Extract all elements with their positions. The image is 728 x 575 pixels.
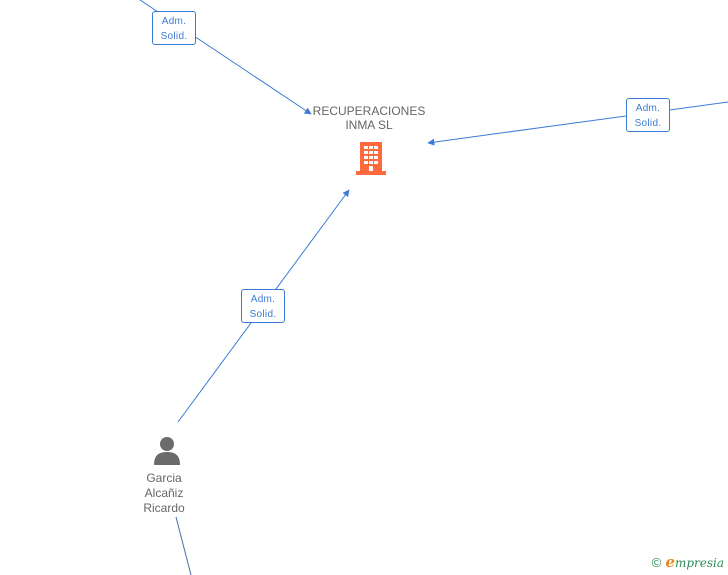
company-name-line2: INMA SL	[345, 118, 393, 132]
brand-watermark: © empresia	[652, 553, 724, 571]
person-name-line1: Garcia	[146, 471, 182, 485]
brand-logo: empresia	[665, 553, 724, 571]
brand-initial: e	[665, 553, 675, 571]
company-node-label[interactable]: RECUPERACIONES INMA SL	[298, 104, 440, 132]
relation-badge-line2: Solid.	[249, 309, 277, 320]
person-icon[interactable]	[153, 436, 181, 466]
relation-badge-line2: Solid.	[160, 31, 188, 42]
person-node-label[interactable]: Garcia Alcañiz Ricardo	[118, 471, 210, 516]
relation-badge-top-left[interactable]: Adm. Solid.	[152, 11, 196, 45]
relation-badge-person[interactable]: Adm. Solid.	[241, 289, 285, 323]
edge-person-downward	[175, 516, 192, 575]
relation-badge-right[interactable]: Adm. Solid.	[626, 98, 670, 132]
relation-badge-line1: Adm.	[161, 16, 187, 27]
person-name-line2: Alcañiz	[144, 486, 184, 500]
company-name-line1: RECUPERACIONES	[312, 104, 426, 118]
brand-rest: mpresia	[674, 556, 724, 570]
relation-badge-line1: Adm.	[250, 294, 276, 305]
relation-badge-line1: Adm.	[635, 103, 661, 114]
copyright-icon: ©	[651, 554, 662, 570]
person-name-line3: Ricardo	[143, 501, 185, 515]
edge-right-to-company	[427, 101, 728, 146]
relation-badge-line2: Solid.	[634, 118, 662, 129]
building-icon[interactable]	[355, 140, 387, 176]
